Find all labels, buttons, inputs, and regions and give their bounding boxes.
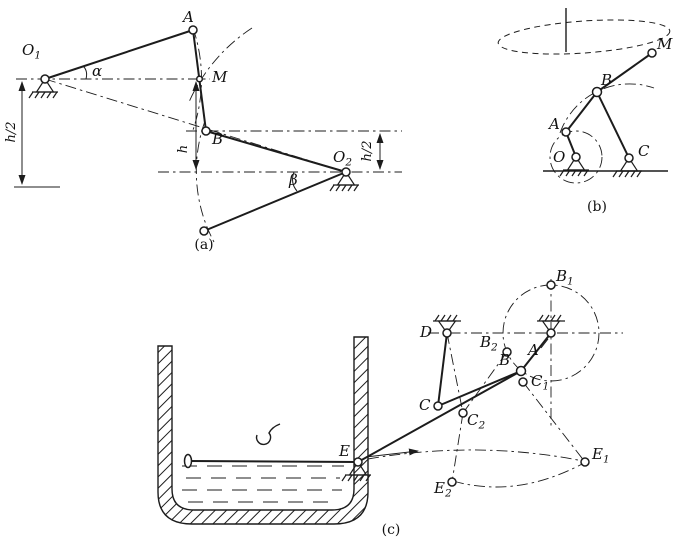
pivot-d-support bbox=[432, 314, 462, 338]
joint-c1 bbox=[518, 377, 528, 387]
label-o: O bbox=[553, 148, 565, 166]
dimension-label-middle: h bbox=[176, 145, 191, 153]
figure-c: D C C1 C2 B B1 B2 A E E1 E2 (c) bbox=[157, 267, 623, 538]
label-m: M bbox=[211, 68, 228, 86]
pivot-o1 bbox=[28, 74, 59, 99]
label-d: D bbox=[419, 323, 432, 341]
joint-b1 bbox=[546, 280, 556, 290]
label-o2: O2 bbox=[333, 148, 352, 169]
dimension-label-left: h/2 bbox=[4, 121, 19, 142]
link-a-b bbox=[565, 91, 598, 133]
joint-b bbox=[591, 86, 603, 98]
label-b1: B1 bbox=[555, 267, 574, 288]
label-a-leader-line bbox=[540, 338, 549, 349]
link-d-c bbox=[437, 332, 448, 407]
water-surface-dashes bbox=[182, 465, 344, 503]
label-c1: C1 bbox=[531, 372, 549, 393]
link-b-m bbox=[596, 52, 653, 93]
label-b: B bbox=[211, 130, 223, 148]
label-beta: β bbox=[288, 171, 298, 189]
swept-region-ellipse bbox=[497, 19, 671, 55]
caption-c: (c) bbox=[382, 522, 401, 538]
joint-c bbox=[433, 401, 443, 411]
link-o2-b-lower bbox=[203, 171, 347, 232]
direction-arrow bbox=[365, 448, 419, 458]
joint-a bbox=[561, 127, 571, 137]
pivot-o2 bbox=[329, 167, 360, 192]
arc-path-e2-e1 bbox=[452, 462, 585, 488]
label-b2: B2 bbox=[479, 333, 498, 354]
figure-b: M B A O C (b) bbox=[497, 8, 673, 215]
float-arm bbox=[188, 460, 359, 463]
hook-icon bbox=[255, 423, 281, 446]
link-b-o2 bbox=[205, 130, 347, 173]
caption-a: (a) bbox=[194, 237, 213, 253]
angle-arc-beta bbox=[292, 171, 298, 192]
link-a-b-crank bbox=[520, 332, 552, 372]
label-c2: C2 bbox=[467, 411, 485, 432]
label-e: E bbox=[338, 442, 350, 460]
joint-c2 bbox=[458, 408, 468, 418]
figure-a: O1 A M B O2 α β h/2 h h/2 (a) bbox=[4, 8, 402, 253]
label-o1: O1 bbox=[22, 41, 41, 62]
arc-path-e-e1 bbox=[367, 449, 584, 462]
caption-b: (b) bbox=[587, 199, 607, 215]
dimension-label-right: h/2 bbox=[360, 140, 375, 161]
label-c: C bbox=[419, 396, 431, 414]
label-c: C bbox=[638, 142, 650, 160]
label-m: M bbox=[656, 35, 673, 53]
joint-e2 bbox=[447, 477, 457, 487]
crank-circle-o bbox=[549, 130, 603, 184]
tank-wall bbox=[157, 336, 369, 525]
position-link-d-c2 bbox=[446, 332, 464, 414]
angle-arc-alpha bbox=[83, 66, 88, 80]
position-link-c2-e2 bbox=[451, 412, 464, 483]
label-e1: E1 bbox=[591, 445, 610, 466]
joint-e1 bbox=[580, 457, 590, 467]
link-c-b bbox=[437, 370, 522, 407]
joint-b2 bbox=[502, 347, 512, 357]
link-o1-a bbox=[44, 29, 194, 80]
label-b: B bbox=[600, 71, 612, 89]
joint-b-lower bbox=[199, 226, 209, 236]
label-a: A bbox=[547, 115, 560, 133]
float-end bbox=[183, 453, 193, 469]
label-a: A bbox=[526, 341, 539, 359]
position-link-c1-e1 bbox=[522, 381, 586, 463]
joint-m bbox=[647, 48, 657, 58]
label-alpha: α bbox=[92, 62, 102, 80]
label-a: A bbox=[181, 8, 194, 26]
label-b: B bbox=[498, 351, 510, 369]
link-b-c bbox=[596, 91, 630, 159]
joint-b bbox=[201, 126, 211, 136]
arc-path-of-b bbox=[559, 83, 655, 134]
label-e2: E2 bbox=[433, 479, 452, 500]
joint-m bbox=[195, 75, 204, 83]
position-link-b2-c2 bbox=[462, 351, 508, 414]
joint-b bbox=[515, 365, 527, 377]
joint-a bbox=[188, 25, 198, 35]
link-e-b bbox=[357, 370, 522, 463]
